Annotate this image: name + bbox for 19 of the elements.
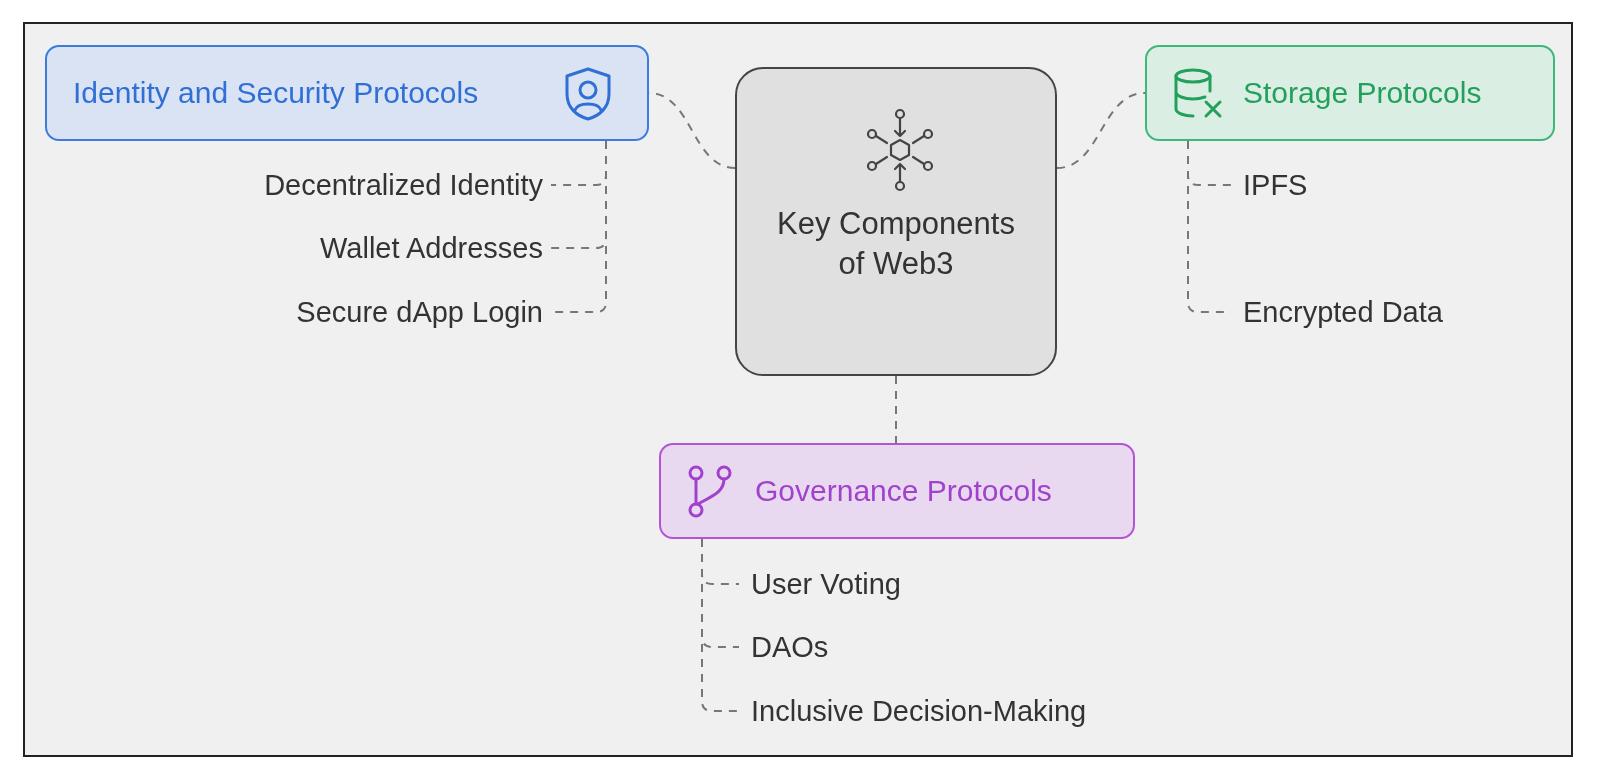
item-label: Wallet Addresses	[150, 230, 543, 266]
category-box	[659, 443, 1135, 539]
item-label: Encrypted Data	[1243, 294, 1543, 330]
category-title: Identity and Security Protocols	[73, 76, 479, 110]
connector	[895, 375, 897, 444]
item-label: IPFS	[1243, 167, 1543, 203]
category-box	[45, 45, 649, 141]
item-label: DAOs	[751, 629, 1151, 665]
central-box	[735, 67, 1057, 376]
item-label: Inclusive Decision-Making	[751, 693, 1171, 729]
connector	[701, 538, 740, 712]
item-label: User Voting	[751, 566, 1151, 602]
item-label: Secure dApp Login	[150, 294, 543, 330]
connector	[1056, 92, 1146, 169]
item-label: Decentralized Identity	[150, 167, 543, 203]
category-title: Storage Protocols	[1243, 76, 1482, 110]
category-box	[1145, 45, 1555, 141]
category-title: Governance Protocols	[755, 474, 1052, 508]
central-title: Key Components of Web3	[776, 205, 1016, 283]
